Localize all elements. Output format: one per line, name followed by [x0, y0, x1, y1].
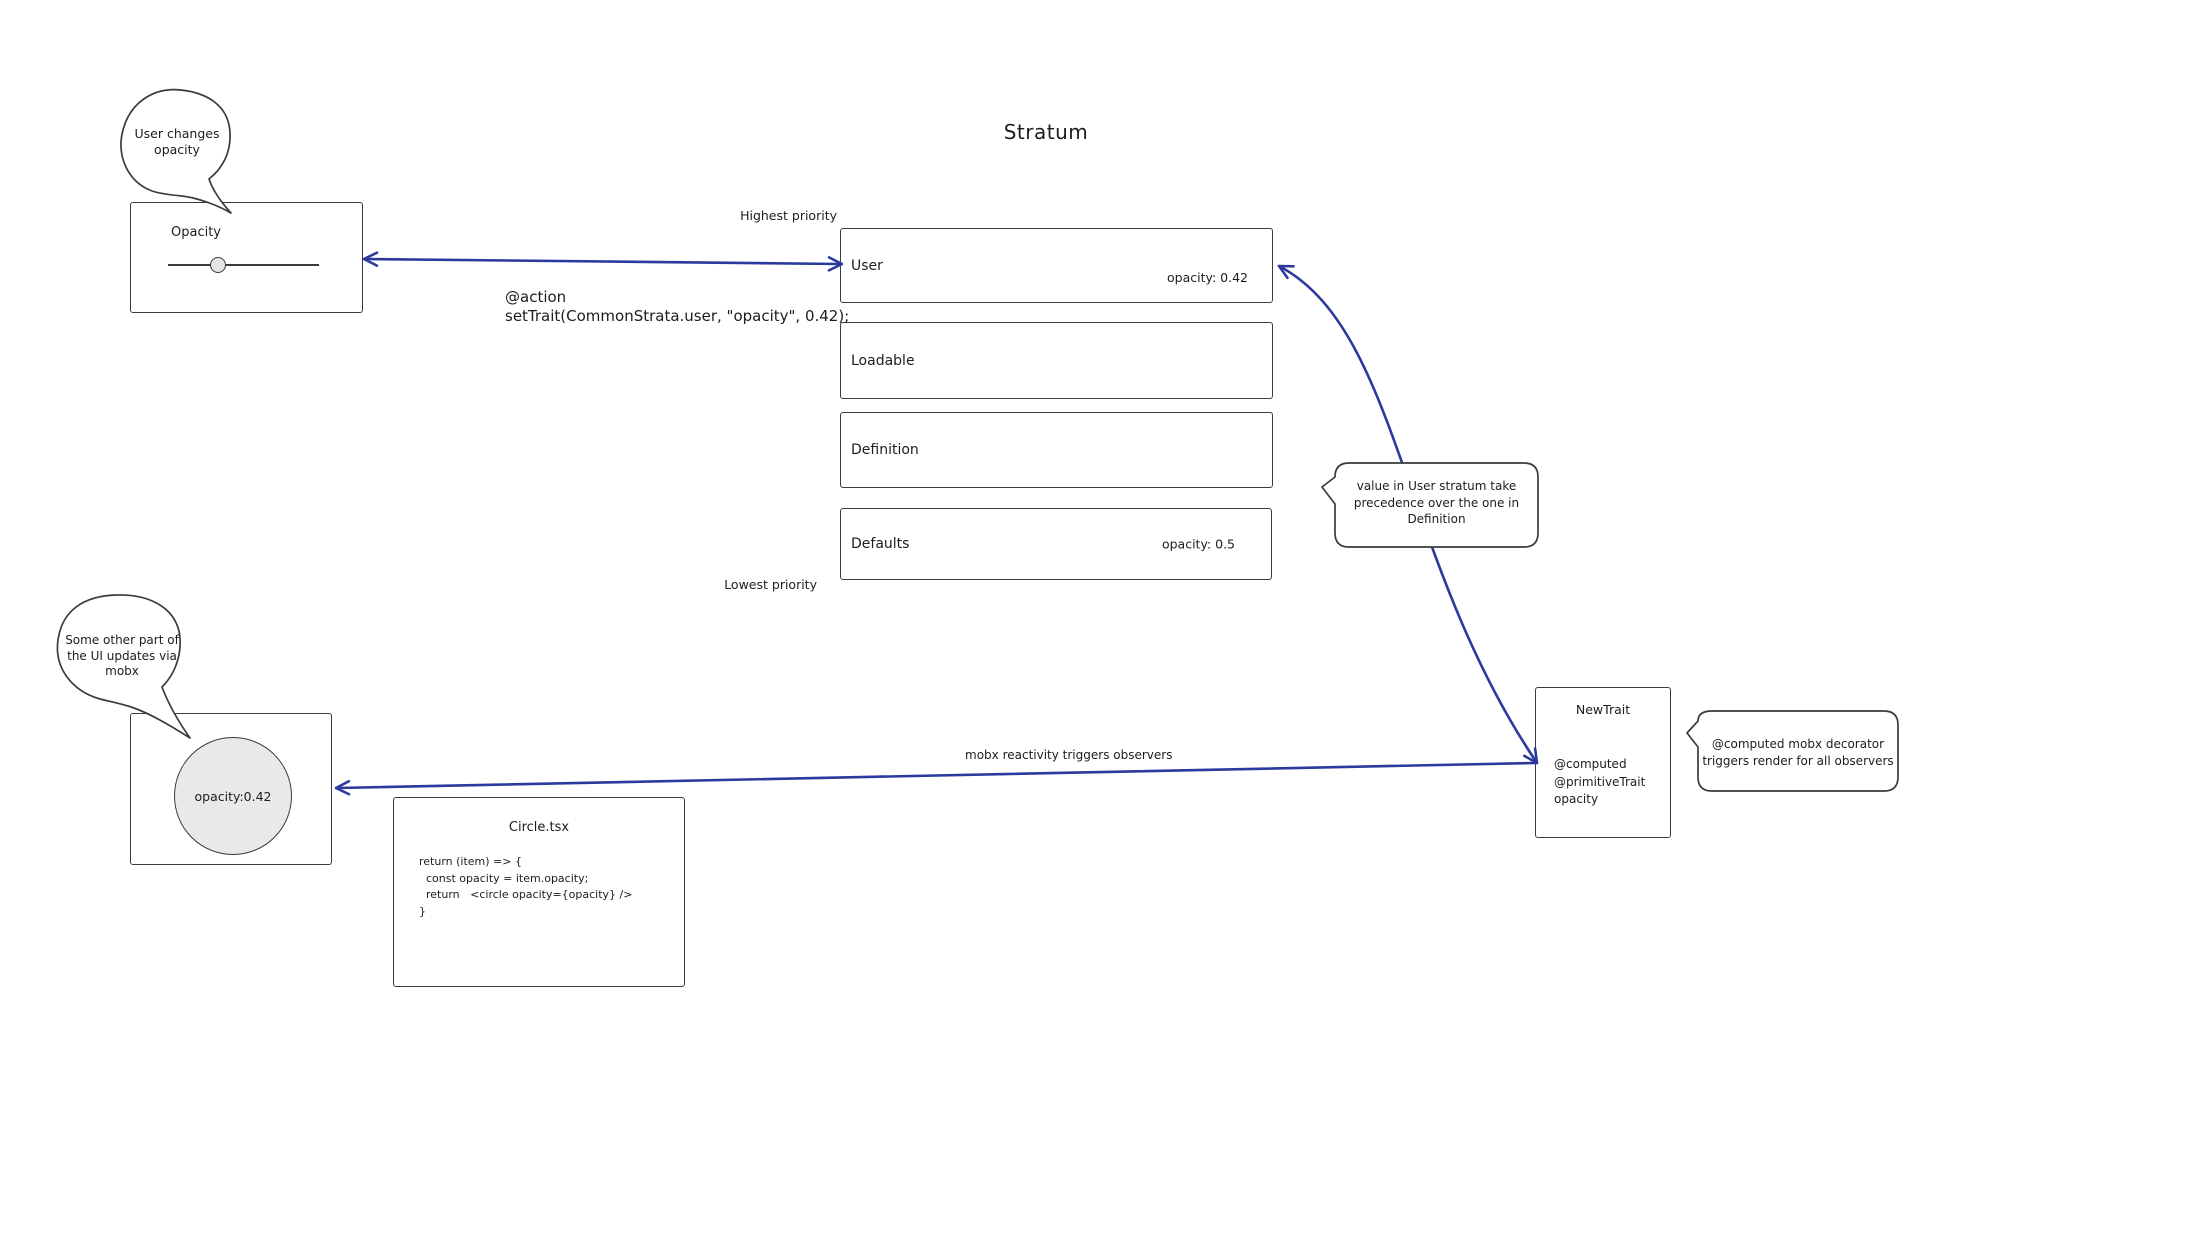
stratum-name: Definition: [851, 442, 919, 458]
circle-tsx-title: Circle.tsx: [508, 820, 570, 835]
arrow-opacity-user: [364, 257, 842, 266]
speech-bubble-computed-text: @computed mobx decorator triggers render…: [1702, 737, 1894, 768]
speech-bubble-ui-updates-text: Some other part of the UI updates via mo…: [65, 633, 179, 678]
speech-bubble-user-changes-text: User changes opacity: [134, 126, 220, 157]
stratum-name: User: [851, 257, 883, 274]
stratum-name: Loadable: [851, 352, 915, 369]
stratum-name: Defaults: [851, 536, 910, 552]
circle-widget-panel: opacity:0.42: [130, 713, 332, 865]
stratum-value: opacity: 0.42: [1167, 270, 1248, 285]
newtrait-title: NewTrait: [1575, 702, 1631, 717]
speech-bubble-value-precedence-text: value in User stratum take precedence ov…: [1353, 479, 1520, 526]
page-title: Stratum: [1003, 120, 1089, 144]
mobx-arrow-label: mobx reactivity triggers observers: [965, 748, 1173, 762]
circle-opacity-value: opacity:0.42: [194, 788, 272, 804]
settrait-action-label: @action setTrait(CommonStrata.user, "opa…: [505, 288, 850, 325]
stratum-box-loadable: Loadable: [840, 322, 1273, 399]
stratum-box-defaults: Defaults opacity: 0.5: [840, 508, 1272, 580]
lowest-priority-label: Lowest priority: [724, 577, 817, 592]
highest-priority-label: Highest priority: [740, 208, 837, 223]
newtrait-decorators: @computed @primitiveTrait opacity: [1554, 757, 1646, 806]
opacity-panel: Opacity: [130, 202, 363, 313]
newtrait-panel: NewTrait @computed @primitiveTrait opaci…: [1535, 687, 1671, 838]
arrow-newtrait-circle: [336, 761, 1537, 790]
stratum-box-definition: Definition: [840, 412, 1273, 488]
opacity-panel-title: Opacity: [171, 225, 222, 240]
opacity-slider-knob: [210, 257, 226, 273]
opacity-slider-track: [168, 264, 319, 266]
circle-tsx-code: return (item) => { const opacity = item.…: [419, 855, 633, 918]
circle-shape: opacity:0.42: [174, 737, 292, 855]
arrowhead-left-icon: [362, 251, 379, 267]
circle-tsx-panel: Circle.tsx return (item) => { const opac…: [393, 797, 685, 987]
arrowhead-mobx-icon: [334, 779, 351, 796]
stratum-box-user: User opacity: 0.42: [840, 228, 1273, 303]
stratum-value: opacity: 0.5: [1161, 536, 1235, 552]
arrowhead-up-icon: [1277, 264, 1295, 280]
